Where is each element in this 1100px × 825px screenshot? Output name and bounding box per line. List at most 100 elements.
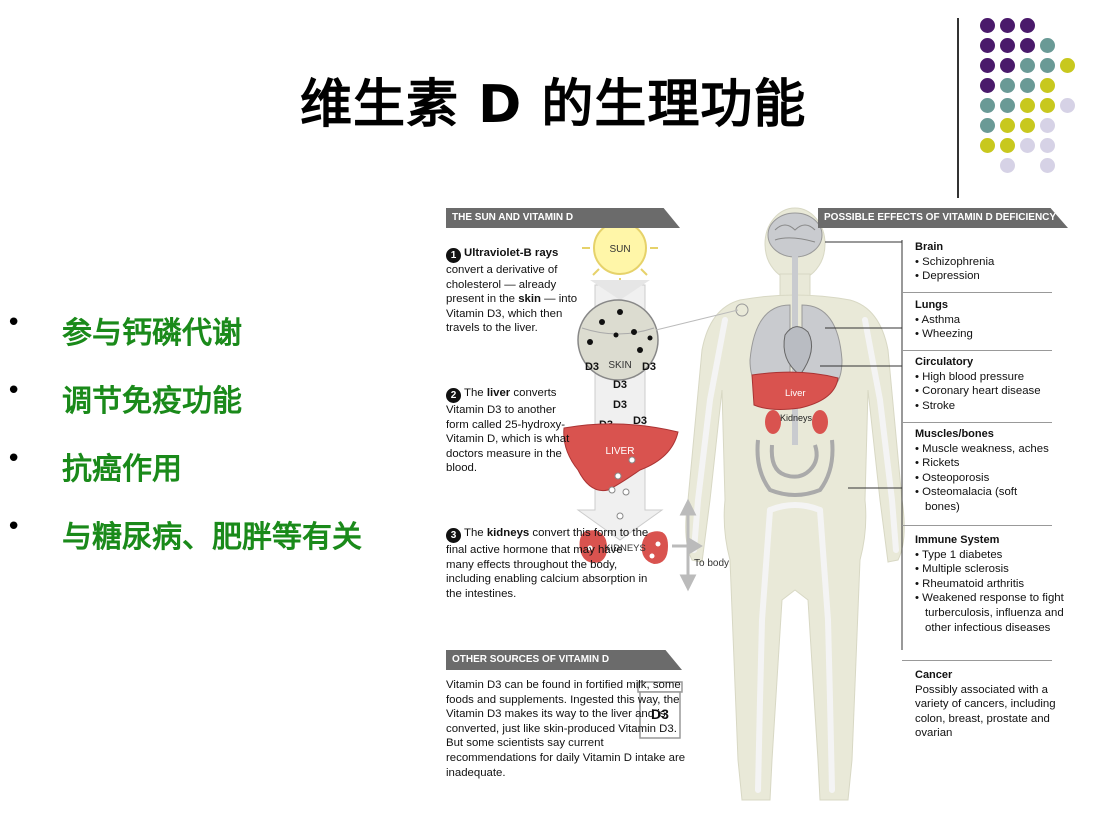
slide-title: 维生素 D 的生理功能 xyxy=(300,75,807,135)
dot xyxy=(980,18,995,33)
effect-item: Schizophrenia xyxy=(915,255,1075,270)
effect-brain: Brain Schizophrenia Depression xyxy=(915,240,1075,284)
step-3-b: kidneys xyxy=(486,527,530,539)
dot xyxy=(1040,38,1055,53)
bullet-item: • 与糖尿病、肥胖等有关 xyxy=(0,512,440,555)
dot xyxy=(1040,118,1055,133)
effect-separator xyxy=(902,350,1052,351)
dot xyxy=(1000,138,1015,153)
dot xyxy=(980,98,995,113)
effect-lungs: Lungs Asthma Wheezing xyxy=(915,298,1075,342)
dot xyxy=(1000,58,1015,73)
effect-separator xyxy=(902,422,1052,423)
dot xyxy=(1040,58,1055,73)
kidneys-label: KIDNEYS xyxy=(604,543,646,554)
skeleton-icon xyxy=(691,317,899,793)
effect-immune-system: Immune System Type 1 diabetes Multiple s… xyxy=(915,533,1075,635)
effect-item: Rickets xyxy=(915,456,1075,471)
bullet-text: 调节免疫功能 xyxy=(62,384,242,419)
dot xyxy=(980,138,995,153)
sun-icon xyxy=(582,210,658,286)
effect-heading: Immune System xyxy=(915,534,1000,546)
effect-muscles-bones: Muscles/bones Muscle weakness, aches Ric… xyxy=(915,427,1075,515)
skin-label: SKIN xyxy=(608,360,631,371)
dot xyxy=(980,58,995,73)
effect-item: Rheumatoid arthritis xyxy=(915,577,1075,592)
dot xyxy=(1000,18,1015,33)
effect-item: High blood pressure xyxy=(915,370,1075,385)
dot xyxy=(1040,78,1055,93)
sun-label: SUN xyxy=(609,244,630,255)
effect-item: Wheezing xyxy=(915,327,1075,342)
effect-separator xyxy=(902,292,1052,293)
dot xyxy=(1060,58,1075,73)
effect-heading: Circulatory xyxy=(915,356,974,368)
effect-heading: Muscles/bones xyxy=(915,428,994,440)
connector-lines xyxy=(820,240,903,650)
body-kidney-right xyxy=(812,410,828,434)
bullet-item: • 调节免疫功能 xyxy=(0,376,440,419)
title-divider xyxy=(957,18,959,198)
effect-item: Coronary heart disease xyxy=(915,384,1075,399)
effect-text: Possibly associated with a variety of ca… xyxy=(915,683,1056,740)
body-kidney-left xyxy=(765,410,781,434)
dot xyxy=(1020,18,1035,33)
sun-vitamin-d-banner: THE SUN AND VITAMIN D xyxy=(446,208,680,228)
lungs-icon xyxy=(749,304,843,391)
effect-item: Multiple sclerosis xyxy=(915,562,1075,577)
dot xyxy=(1020,138,1035,153)
d3-label: D3 xyxy=(613,379,627,391)
bullet-mark: • xyxy=(6,444,22,474)
step-number: 2 xyxy=(446,388,461,403)
bullet-mark: • xyxy=(6,376,22,406)
deficiency-effects-banner: POSSIBLE EFFECTS OF VITAMIN D DEFICIENCY xyxy=(818,208,1068,228)
step-2-b: liver xyxy=(486,387,511,399)
step-3-c: convert this form to the final active ho… xyxy=(446,527,649,600)
dot xyxy=(1040,98,1055,113)
bullet-text: 抗癌作用 xyxy=(62,452,182,487)
effect-heading: Lungs xyxy=(915,299,948,311)
dot xyxy=(980,78,995,93)
to-body-label: To body xyxy=(694,558,729,569)
body-kidneys-label: Kidneys xyxy=(780,413,813,423)
bullet-text: 参与钙磷代谢 xyxy=(62,316,242,351)
bullet-item: • 参与钙磷代谢 xyxy=(0,308,440,351)
dot xyxy=(1000,78,1015,93)
effect-heading: Brain xyxy=(915,241,944,253)
dot xyxy=(980,38,995,53)
dot xyxy=(1040,138,1055,153)
other-sources-banner: OTHER SOURCES OF VITAMIN D xyxy=(446,650,682,670)
body-liver-label: Liver xyxy=(785,388,806,399)
d3-label: D3 xyxy=(633,415,647,427)
bullet-mark: • xyxy=(6,512,22,542)
step-1-c: — into Vitamin D3, which then travels to… xyxy=(446,293,578,335)
step-1-a: convert a derivative of cholesterol — al… xyxy=(446,264,558,306)
step-3-a: The xyxy=(464,527,484,539)
sun-to-skin-arrow xyxy=(590,280,650,300)
kidneys-icon xyxy=(579,530,668,564)
milk-carton-icon xyxy=(637,681,683,739)
dot xyxy=(1020,118,1035,133)
effect-item: Type 1 diabetes xyxy=(915,548,1075,563)
dot xyxy=(1020,38,1035,53)
effect-heading: Cancer xyxy=(915,669,953,681)
effect-item: Depression xyxy=(915,269,1075,284)
skin-icon xyxy=(577,299,659,381)
effect-cancer: Cancer Possibly associated with a variet… xyxy=(915,668,1065,741)
effect-item: Osteoporosis xyxy=(915,471,1075,486)
effect-item: Osteomalacia (soft bones) xyxy=(915,485,1035,514)
to-body-arrows xyxy=(672,498,703,592)
dot xyxy=(1020,98,1035,113)
step-1-bold: Ultraviolet-B rays xyxy=(464,247,559,259)
step-number: 3 xyxy=(446,528,461,543)
step-number: 1 xyxy=(446,248,461,263)
decorative-dot-grid xyxy=(978,16,1078,176)
effect-item: Weakened response to fight turberculosis… xyxy=(915,591,1070,635)
effect-item: Stroke xyxy=(915,399,1075,414)
heart-icon xyxy=(783,326,813,376)
body-illustration: SUN SKIN D3 D3 D3 D3 D3 D3 D3 xyxy=(563,207,905,801)
dot xyxy=(1000,158,1015,173)
